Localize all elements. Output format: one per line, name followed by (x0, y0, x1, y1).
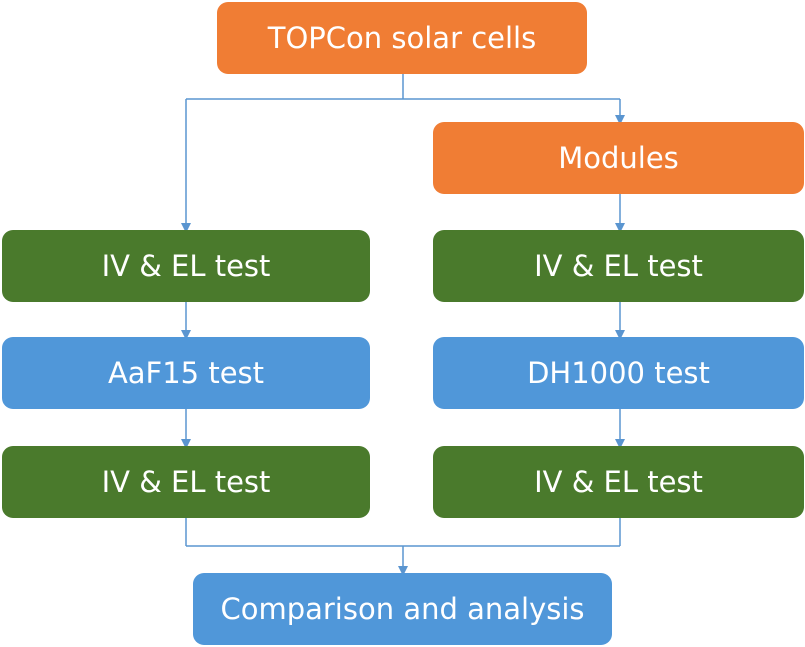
node-aaf15-test: AaF15 test (2, 337, 370, 409)
node-dh1000-test: DH1000 test (433, 337, 804, 409)
node-modules: Modules (433, 122, 804, 194)
node-right-iv-el-test-1: IV & EL test (433, 230, 804, 302)
node-left-iv-el-test-1: IV & EL test (2, 230, 370, 302)
node-right-iv-el-test-2: IV & EL test (433, 446, 804, 518)
node-topcon-solar-cells: TOPCon solar cells (217, 2, 587, 74)
node-left-iv-el-test-2: IV & EL test (2, 446, 370, 518)
node-comparison-and-analysis: Comparison and analysis (193, 573, 612, 645)
